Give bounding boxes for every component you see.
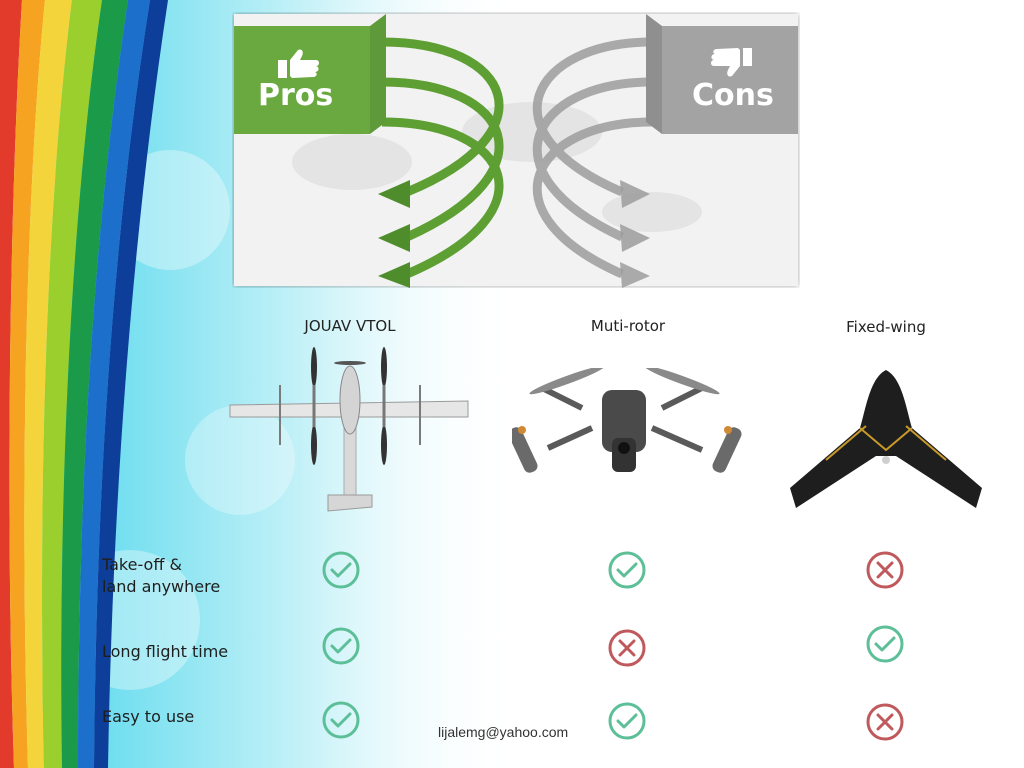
mark-r1-c1 (607, 628, 647, 668)
mark-r0-c2 (865, 550, 905, 590)
thumbs-down-icon (711, 48, 752, 77)
check-circle-icon (608, 702, 646, 740)
check-circle-icon (866, 625, 904, 663)
cross-circle-icon (608, 629, 646, 667)
multirotor-drone-image (512, 368, 742, 473)
fixed-wing-drone-image (790, 370, 982, 508)
mark-r2-c0 (321, 700, 361, 740)
check-circle-icon (322, 701, 360, 739)
row-label-flight-time: Long flight time (102, 642, 229, 661)
column-header-fixed-wing: Fixed-wing (846, 318, 926, 336)
cons-label: Cons (692, 78, 774, 113)
pros-cons-graphic: Pros Cons (232, 12, 800, 288)
mark-r0-c1 (607, 550, 647, 590)
vtol-drone-image (229, 347, 469, 512)
footer-email: lijalemg@yahoo.com (438, 724, 569, 740)
mark-r1-c0 (321, 626, 361, 666)
mark-r2-c1 (607, 701, 647, 741)
cross-circle-icon (866, 551, 904, 589)
thumbs-up-icon (278, 49, 319, 78)
check-circle-icon (608, 551, 646, 589)
check-circle-icon (322, 551, 360, 589)
row-label-easy-to-use: Easy to use (102, 707, 195, 726)
cross-circle-icon (866, 703, 904, 741)
check-circle-icon (322, 627, 360, 665)
pros-cons-arrows (234, 14, 798, 288)
mark-r0-c0 (321, 550, 361, 590)
mark-r1-c2 (865, 624, 905, 664)
column-header-vtol: JOUAV VTOL (304, 317, 396, 335)
mark-r2-c2 (865, 702, 905, 742)
row-label-takeoff: Take-off & land anywhere (102, 555, 221, 596)
column-header-multirotor: Muti-rotor (590, 317, 666, 335)
pros-label: Pros (258, 78, 334, 113)
